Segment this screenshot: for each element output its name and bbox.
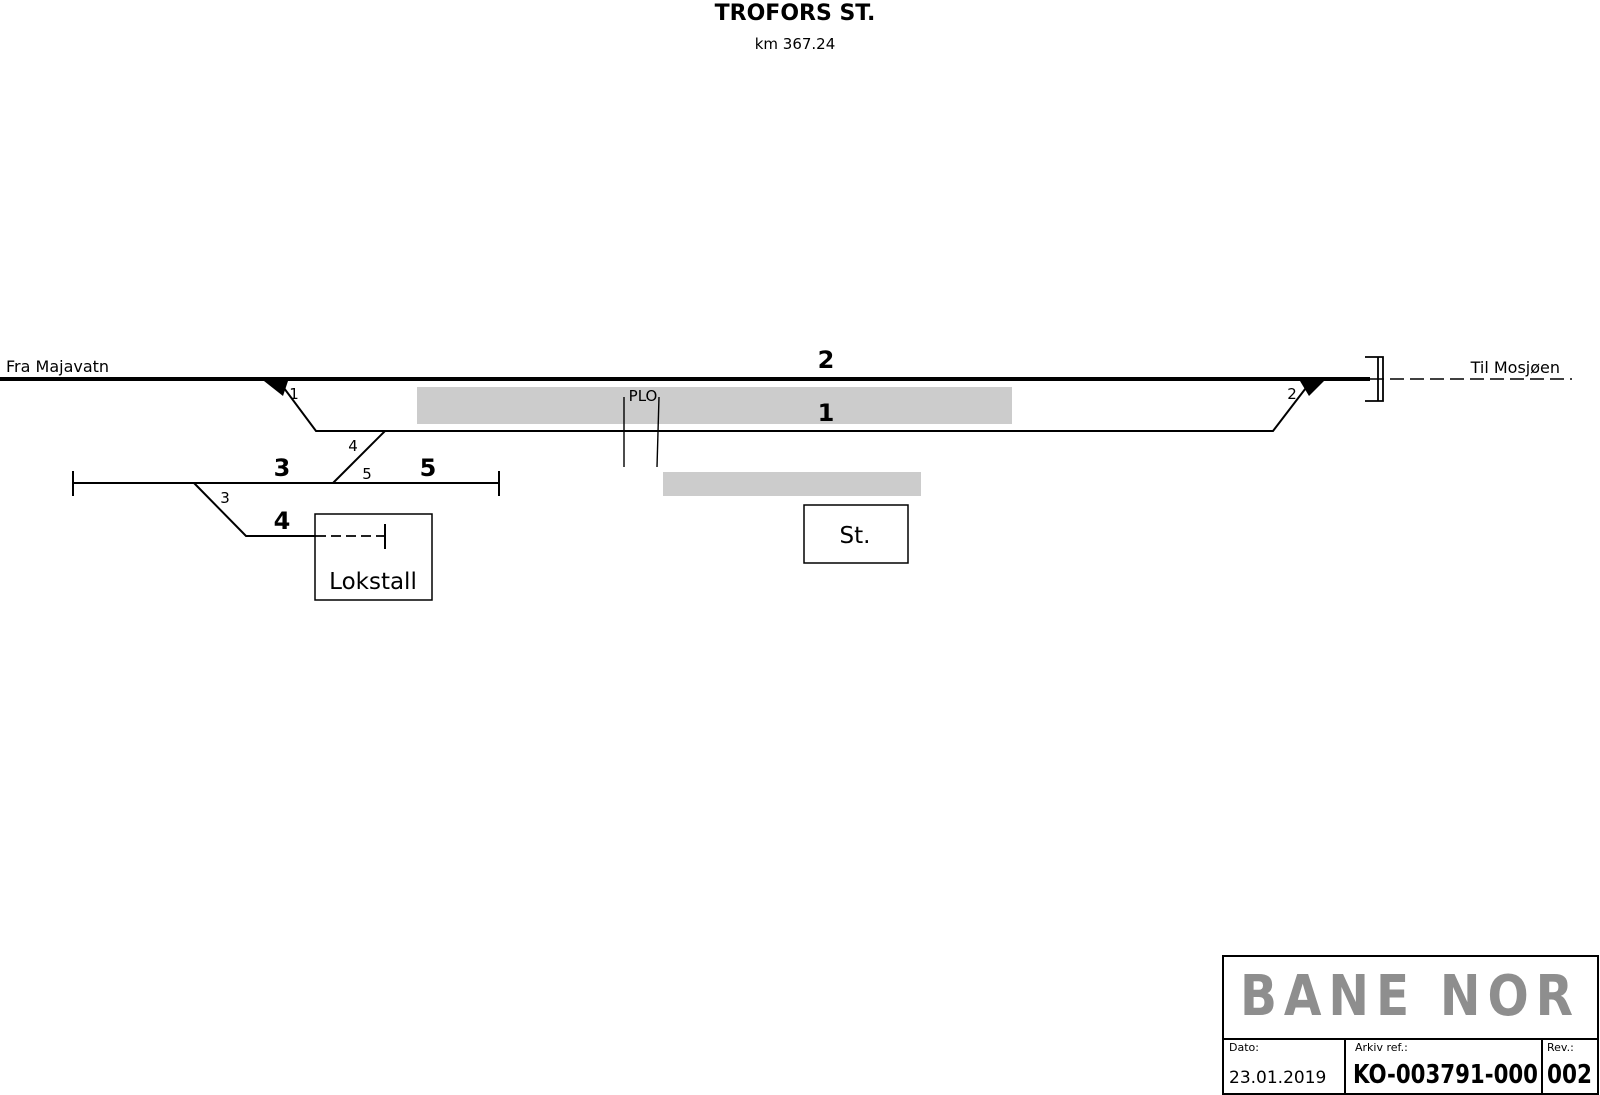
switch-number-5: 5 (362, 465, 372, 483)
plo-label: PLO (629, 387, 658, 405)
switch-number-4: 4 (348, 437, 358, 455)
revision-value: 002 (1547, 1060, 1592, 1090)
title-block: BANE NOR Dato: 23.01.2019 Arkiv ref.: KO… (1222, 955, 1599, 1095)
track-number-1: 1 (818, 399, 835, 427)
switch-1-frog (264, 381, 288, 396)
station-building-box (803, 504, 909, 564)
plo-line-right (656, 396, 660, 468)
switch-number-3: 3 (220, 489, 230, 507)
archive-ref-value: KO-003791-000 (1353, 1060, 1538, 1090)
direction-to-label: Til Mosjøen (1470, 358, 1560, 377)
direction-from-label: Fra Majavatn (6, 357, 109, 376)
platform-lower (663, 472, 921, 496)
track-number-5: 5 (420, 454, 437, 482)
track-1 (277, 379, 1313, 432)
track-4 (193, 482, 316, 537)
crossover-4-5 (332, 430, 386, 484)
line-end-bracket (1365, 356, 1384, 402)
date-label: Dato: (1229, 1041, 1259, 1054)
station-building-label: St. (840, 523, 871, 549)
track-number-3: 3 (274, 454, 291, 482)
switch-2-frog (1300, 381, 1324, 396)
engine-shed-box (314, 513, 433, 601)
platform-track-1 (417, 387, 1012, 424)
switch-number-1: 1 (289, 385, 299, 403)
archive-ref-label: Arkiv ref.: (1355, 1041, 1408, 1054)
track-number-4: 4 (274, 507, 291, 535)
station-km: km 367.24 (755, 35, 836, 53)
engine-shed-label: Lokstall (329, 569, 417, 595)
switch-number-2: 2 (1287, 385, 1297, 403)
track-number-2: 2 (818, 346, 835, 374)
bane-nor-logo: BANE NOR (1240, 964, 1580, 1029)
date-value: 23.01.2019 (1229, 1068, 1326, 1088)
station-title: TROFORS ST. (715, 1, 876, 26)
revision-label: Rev.: (1547, 1041, 1574, 1054)
